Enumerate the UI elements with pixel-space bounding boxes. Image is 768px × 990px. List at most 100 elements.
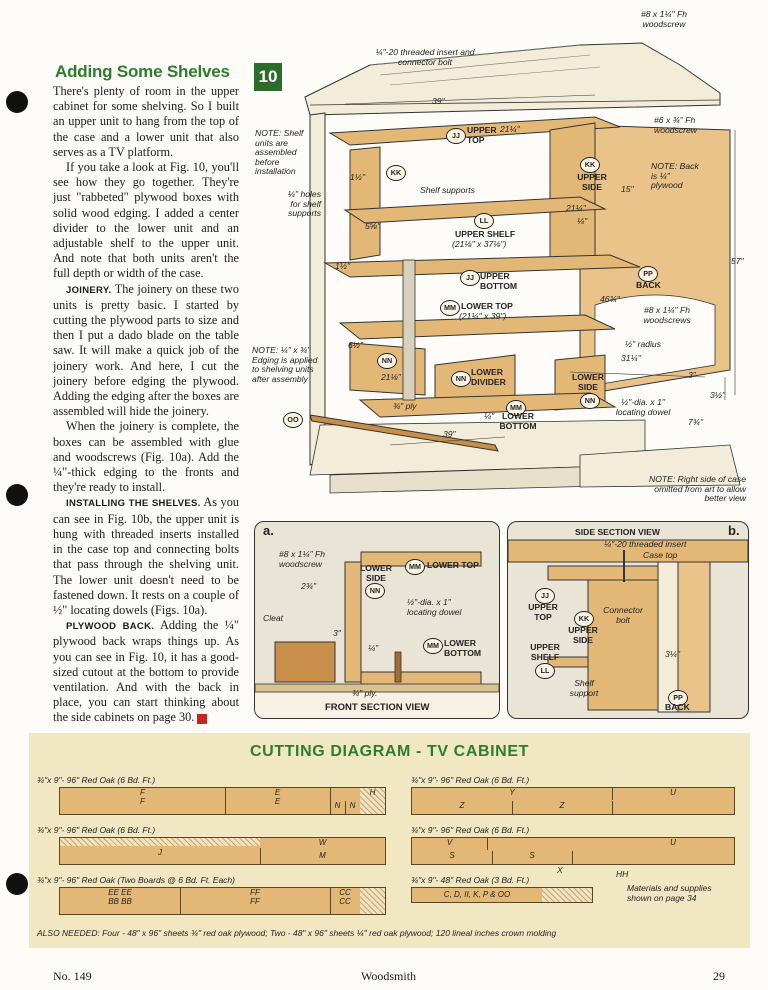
note-edging: NOTE: ¼" x ¾" Edging is applied to shelv… (252, 345, 318, 384)
label-shelf-supports: Shelf supports (420, 185, 475, 195)
note-back: NOTE: Back is ¼" plywood (651, 161, 699, 190)
run-in-head: PLYWOOD BACK. (66, 621, 155, 633)
label-fh-woodscrew-top: #8 x 1¼" Fh woodscrew (640, 9, 688, 29)
detail-a-dim-2-3-4: 2¾" (301, 581, 316, 591)
note-shelf-units: NOTE: Shelf units are assembled before i… (255, 128, 304, 176)
detail-b-upper-side: UPPER SIDE (568, 625, 598, 645)
detail-b-caption: SIDE SECTION VIEW (575, 527, 660, 537)
detail-a-cleat: Cleat (263, 613, 284, 623)
cut-piece-small-parts: C, D, II, K, P & OO (412, 888, 543, 902)
board-5: V S S U (411, 837, 735, 865)
dim-21-1-8: 21⅛" (381, 372, 401, 382)
cut-piece-w: W (318, 838, 327, 847)
label-upper-top: UPPER TOP (467, 125, 497, 145)
detail-b-panel: b. SIDE SECTION VIEW ¼"-20 threaded inse… (507, 521, 749, 719)
detail-a-bubble-mm: MM (405, 559, 425, 575)
board-label: ¾"x 9"- 96" Red Oak (6 Bd. Ft.) (37, 775, 156, 785)
dim-1-1-2-b: 1½" (335, 261, 350, 271)
board-6: C, D, II, K, P & OO (411, 887, 593, 903)
figure-number-badge: 10 (254, 63, 282, 91)
detail-b-bubble-jj: JJ (535, 588, 555, 604)
detail-a-caption: FRONT SECTION VIEW (325, 702, 430, 713)
label-fh-woodscrews-mid: #8 x 1¼" Fh woodscrews (643, 305, 691, 325)
board-label: ¾"x 9"- 96" Red Oak (6 Bd. Ft.) (37, 825, 156, 835)
label-lower-divider: LOWER DIVIDER (471, 367, 506, 387)
dim-quarter: ¼" (577, 216, 588, 226)
cut-piece-hh: HH (616, 869, 629, 879)
part-bubble-nn: NN (377, 353, 397, 369)
part-bubble-mm-2: MM (506, 400, 526, 416)
side-section-drawing (508, 539, 748, 713)
label-fh-woodscrew-6: #6 x ¾" Fh woodscrew (654, 115, 697, 135)
board-label: ¾"x 9"- 96" Red Oak (6 Bd. Ft.) (411, 825, 530, 835)
issue-number: No. 149 (53, 969, 92, 983)
detail-a-lower-top: LOWER TOP (427, 560, 479, 570)
detail-b-shelf-support: Shelf support (569, 678, 599, 698)
dim-upper-top-width: 21¼" (500, 124, 520, 134)
detail-b-connector: Connector bolt (603, 605, 643, 625)
label-lower-side: LOWER SIDE (572, 372, 604, 392)
waste-area (542, 888, 592, 902)
paragraph: PLYWOOD BACK. Adding the ¼" plywood back… (53, 618, 239, 725)
materials-note: Materials and supplies shown on page 34 (627, 883, 712, 903)
dim-39-top: 39" (432, 96, 445, 106)
label-lower-top-size: (21¼" x 39") (459, 311, 507, 321)
detail-b-dim: 3¼" (665, 649, 680, 659)
cut-piece-x: X (557, 865, 563, 875)
part-bubble-nn-2: NN (451, 371, 471, 387)
dim-6-1-2: 6½" (348, 340, 363, 350)
detail-b-insert: ¼"-20 threaded insert (604, 539, 687, 549)
dim-21-1-4: 21¼" (566, 203, 586, 213)
cut-piece-u: U (670, 788, 676, 797)
paragraph: When the joinery is complete, the boxes … (53, 419, 239, 495)
dim-46-3-4: 46¾" (600, 294, 620, 304)
label-upper-bottom: UPPER BOTTOM (480, 271, 518, 291)
binder-hole (6, 91, 28, 113)
cut-piece-z: Z (412, 801, 513, 814)
dim-57: 57" (731, 256, 744, 266)
cut-piece-n: N (345, 801, 361, 814)
waste-area (60, 838, 260, 846)
label-radius: ½" radius (625, 339, 662, 349)
label-locating-dowel: ½"-dia. x 1" locating dowel (615, 397, 671, 417)
board-label: ¾"x 9"- 96" Red Oak (Two Boards @ 6 Bd. … (37, 875, 235, 885)
dim-3-1-2: 3½" (710, 390, 725, 400)
detail-b-upper-shelf: UPPER SHELF (530, 642, 560, 662)
label-holes: ¼" holes for shelf supports (287, 189, 321, 218)
dim-31-1-4: 31¼" (621, 353, 641, 363)
cutting-diagram-title: CUTTING DIAGRAM - TV CABINET (249, 743, 529, 760)
dim-7-3-4: 7¾" (688, 417, 703, 427)
cut-piece-m: M (319, 851, 326, 860)
detail-a-letter: a. (263, 523, 274, 538)
cut-piece-h: H (360, 788, 385, 814)
part-bubble-mm: MM (440, 300, 460, 316)
front-section-drawing (255, 551, 499, 718)
detail-a-lower-bottom: LOWER BOTTOM (444, 638, 482, 658)
end-mark-logo: W (197, 713, 217, 724)
part-bubble-pp: PP (638, 266, 658, 282)
label-upper-shelf: UPPER SHELF (455, 229, 516, 239)
detail-a-screw: #8 x 1¼" Fh woodscrew (279, 549, 326, 569)
label-upper-shelf-size: (21⅛" x 37⅛") (452, 239, 507, 249)
detail-a-bubble-nn: NN (365, 583, 385, 599)
binder-hole (6, 484, 28, 506)
dim-quarter-b: ¼" (484, 411, 495, 421)
dim-5-5-8: 5⅝" (365, 221, 380, 231)
page-number: 29 (713, 969, 725, 983)
paragraph-text: Adding the ¼" plywood back wraps things … (53, 618, 239, 725)
board-2: J W M (59, 837, 386, 865)
detail-b-case-top: Case top (643, 550, 678, 560)
part-bubble-kk-2: KK (580, 157, 600, 173)
label-threaded-insert: ¼"-20 threaded insert and connector bolt (375, 47, 475, 67)
label-lower-bottom: LOWER BOTTOM (499, 411, 537, 431)
cut-piece-y: Y (412, 788, 613, 800)
paragraph: INSTALLING THE SHELVES. As you can see i… (53, 495, 239, 618)
article-title: Adding Some Shelves (55, 62, 230, 81)
detail-b-upper-top: UPPER TOP (528, 602, 558, 622)
waste-area (360, 888, 385, 914)
magazine-name: Woodsmith (361, 969, 417, 983)
label-ply: ¾" ply (393, 401, 417, 411)
